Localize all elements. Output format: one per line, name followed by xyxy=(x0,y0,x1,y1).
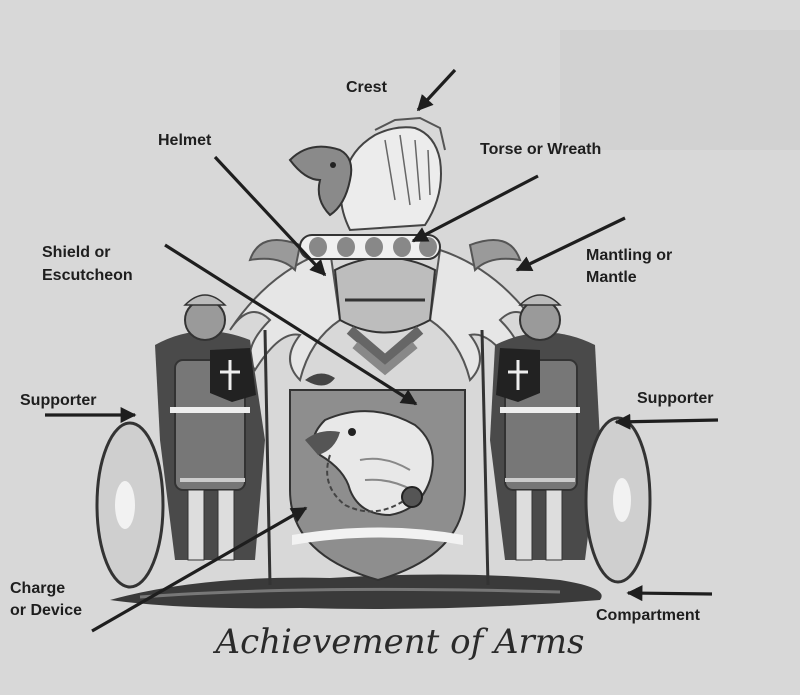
label-crest: Crest xyxy=(346,77,387,99)
diagram-title: Achievement of Arms xyxy=(0,622,800,662)
label-helmet: Helmet xyxy=(158,130,211,152)
label-supporter-right: Supporter xyxy=(637,388,713,410)
label-mantling-line2: Mantle xyxy=(586,267,637,289)
label-supporter-left: Supporter xyxy=(20,390,96,412)
compartment-arrow xyxy=(628,593,712,594)
supporter-right-arrow xyxy=(616,420,718,422)
label-torse: Torse or Wreath xyxy=(480,139,601,161)
label-mantling-line1: Mantling or xyxy=(586,245,672,267)
label-shield-line1: Shield or xyxy=(42,242,110,264)
shield-escutcheon xyxy=(290,373,465,580)
label-charge-line2: or Device xyxy=(10,600,82,622)
label-shield-line2: Escutcheon xyxy=(42,265,133,287)
label-charge-line1: Charge xyxy=(10,578,65,600)
